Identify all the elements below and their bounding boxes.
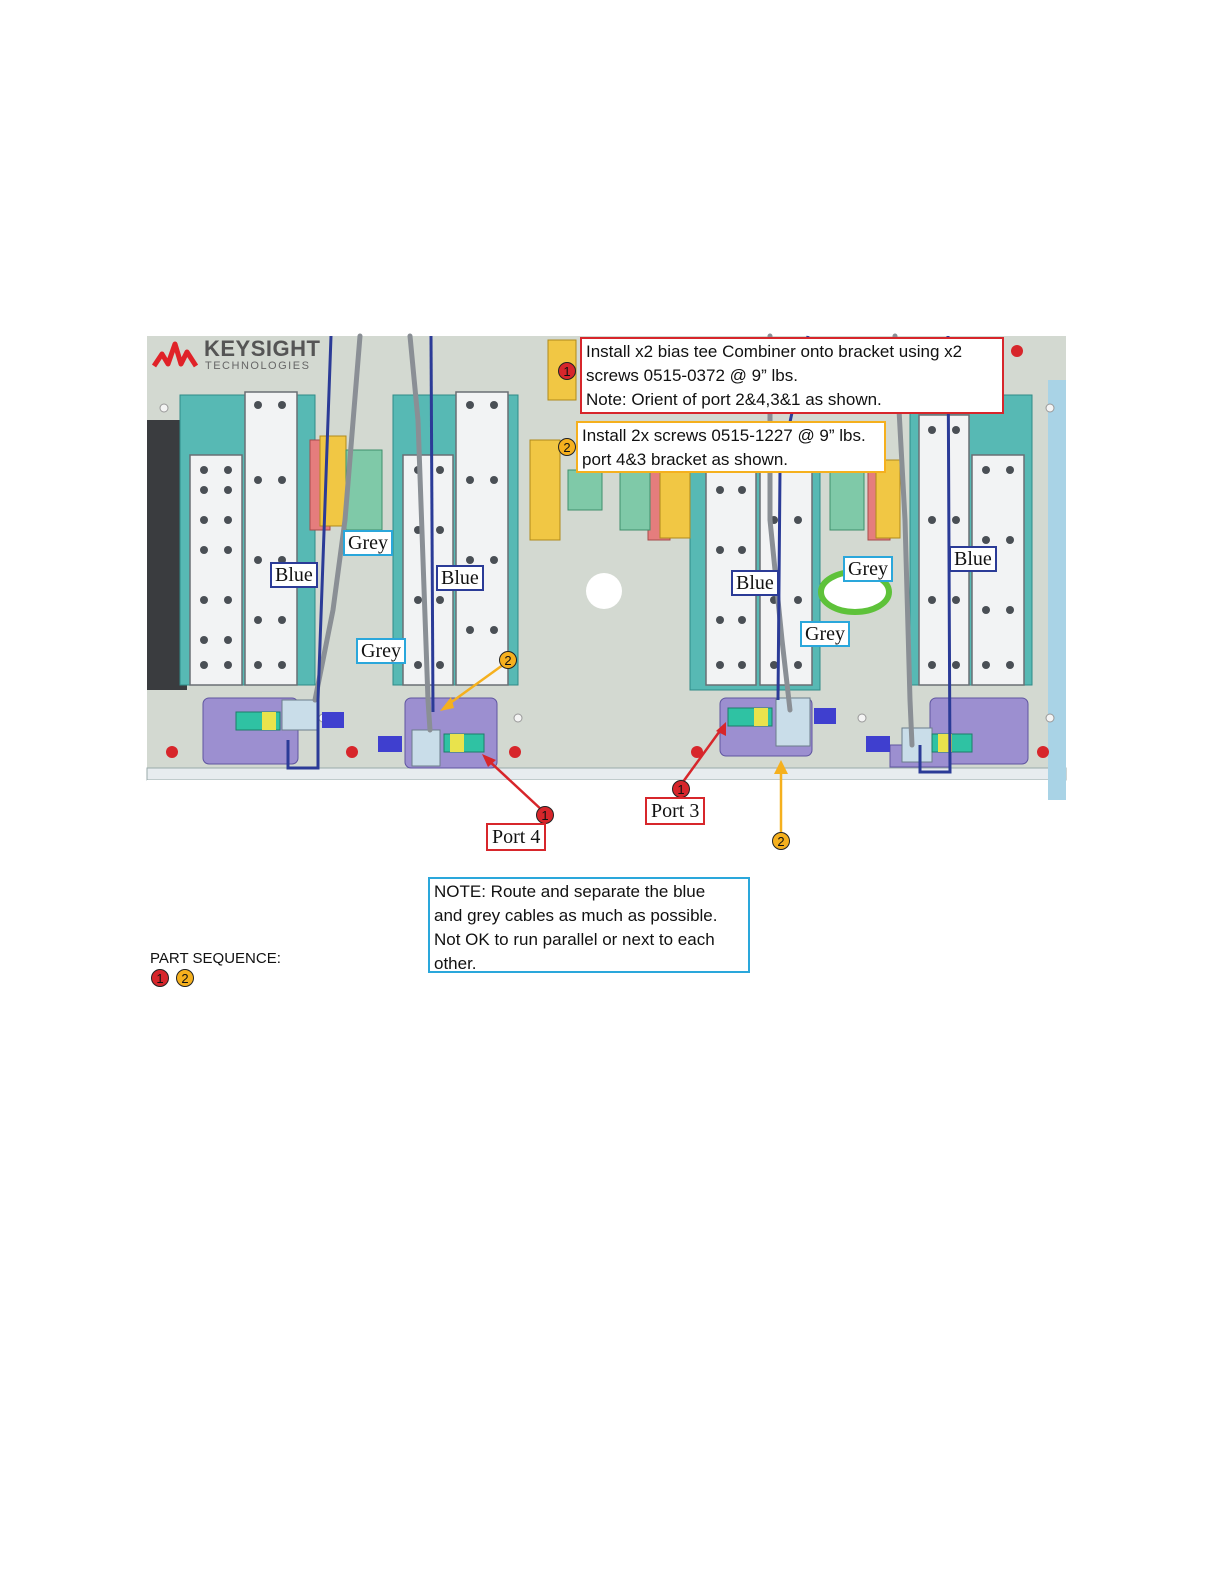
blue-cable bbox=[286, 335, 333, 770]
combiner-block bbox=[775, 697, 811, 747]
blue-cable bbox=[429, 335, 435, 713]
step2-callout: Install 2x screws 0515-1227 @ 9” lbs. po… bbox=[576, 421, 886, 473]
grey-cable-label: Grey bbox=[356, 638, 406, 664]
blue-cable-label: Blue bbox=[731, 570, 779, 596]
yellow-part bbox=[659, 459, 691, 539]
grey-cable bbox=[407, 333, 433, 733]
step2-line: Install 2x screws 0515-1227 @ 9” lbs. bbox=[582, 426, 866, 445]
red-screw bbox=[346, 746, 358, 758]
green-plate bbox=[567, 469, 603, 511]
red-arrow bbox=[487, 759, 545, 813]
badge-1: 1 bbox=[558, 362, 576, 380]
logo-sub: TECHNOLOGIES bbox=[205, 360, 311, 372]
red-screw bbox=[166, 746, 178, 758]
step1-line: Install x2 bias tee Combiner onto bracke… bbox=[586, 342, 963, 361]
orange-arrow bbox=[445, 660, 508, 708]
blue-cable-label: Blue bbox=[270, 562, 318, 588]
combiner-block bbox=[281, 699, 319, 731]
note-line: Not OK to run parallel or next to each bbox=[434, 930, 715, 949]
grey-cable-label: Grey bbox=[343, 530, 393, 556]
red-screw bbox=[1011, 345, 1023, 357]
grey-cable bbox=[892, 333, 915, 748]
blue-cable-label: Blue bbox=[436, 565, 484, 591]
green-plate bbox=[619, 469, 651, 531]
step2-line: port 4&3 bracket as shown. bbox=[582, 450, 789, 469]
plate-hole bbox=[586, 573, 622, 609]
module-block bbox=[244, 391, 298, 686]
combiner-block bbox=[901, 727, 933, 763]
keysight-wave-icon bbox=[152, 341, 198, 368]
red-arrow bbox=[678, 727, 724, 787]
yellow-part bbox=[875, 459, 901, 539]
badge-1: 1 bbox=[672, 780, 690, 798]
part-sequence-label: PART SEQUENCE: bbox=[150, 950, 281, 967]
bottom-rail bbox=[146, 767, 1067, 781]
note-line: and grey cables as much as possible. bbox=[434, 906, 718, 925]
step1-callout: Install x2 bias tee Combiner onto bracke… bbox=[580, 337, 1004, 414]
routing-note: NOTE: Route and separate the blue and gr… bbox=[428, 877, 750, 973]
green-plate bbox=[829, 469, 865, 531]
step1-line: screws 0515-0372 @ 9” lbs. bbox=[586, 366, 798, 385]
module-block bbox=[189, 454, 243, 686]
grey-cable-label: Grey bbox=[800, 621, 850, 647]
combiner-block bbox=[411, 729, 441, 767]
port-4-label: Port 4 bbox=[486, 823, 547, 851]
badge-2: 2 bbox=[558, 438, 576, 456]
sequence-badge-2: 2 bbox=[176, 969, 194, 987]
port-3-label: Port 3 bbox=[645, 797, 706, 825]
blue-cable-label: Blue bbox=[949, 546, 997, 572]
note-line: other. bbox=[434, 954, 477, 973]
logo-name: KEYSIGHT bbox=[204, 336, 321, 361]
badge-1: 1 bbox=[536, 806, 554, 824]
yellow-part bbox=[529, 439, 561, 541]
red-screw bbox=[691, 746, 703, 758]
red-screw bbox=[1037, 746, 1049, 758]
badge-2: 2 bbox=[772, 832, 790, 850]
badge-2: 2 bbox=[499, 651, 517, 669]
note-line: NOTE: Route and separate the blue bbox=[434, 882, 706, 901]
module-block bbox=[455, 391, 509, 686]
sequence-badge-1: 1 bbox=[151, 969, 169, 987]
keysight-logo: KEYSIGHT TECHNOLOGIES bbox=[152, 336, 320, 380]
step1-line: Note: Orient of port 2&4,3&1 as shown. bbox=[586, 390, 882, 409]
grey-cable bbox=[312, 333, 363, 703]
red-screw bbox=[509, 746, 521, 758]
grey-cable-label: Grey bbox=[843, 556, 893, 582]
